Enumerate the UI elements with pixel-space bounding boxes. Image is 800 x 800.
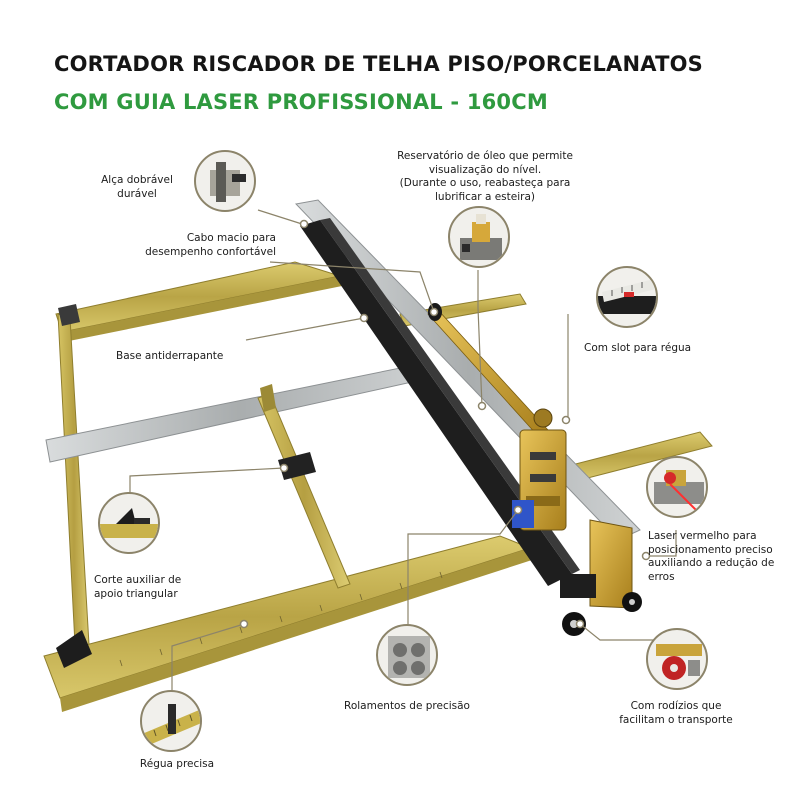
black-cutting-bed — [300, 220, 572, 586]
ruler-slot-inset — [596, 266, 658, 328]
callout-non-slip-base: Base antiderrapante — [116, 350, 224, 362]
middle-crossbar — [45, 363, 431, 463]
callout-soft-handle: Cabo macio para desempenho confortável — [145, 232, 276, 258]
callout-oil-reservoir: Reservatório de óleo que permite visuali… — [397, 150, 573, 203]
red-laser-inset — [646, 456, 708, 518]
callout-triangle-support: Corte auxiliar de apoio triangular — [94, 574, 182, 600]
oil-reservoir-icon — [460, 214, 502, 260]
callout-ruler-slot: Com slot para régua — [584, 342, 692, 354]
ruler-inset — [140, 690, 202, 752]
folding-handle-inset — [194, 150, 256, 212]
oil-reservoir-inset — [448, 206, 510, 268]
triangle-support-inset — [98, 492, 160, 554]
auxiliary-ruler-arm — [257, 393, 351, 589]
callout-precision-bearings: Rolamentos de precisão — [344, 700, 470, 712]
callout-wheels: Com rodízios que facilitam o transporte — [619, 700, 733, 726]
folding-handle-icon — [210, 162, 246, 202]
front-rail — [43, 535, 532, 699]
wheel-inset — [646, 628, 708, 690]
headline: CORTADOR RISCADOR DE TELHA PISO/PORCELAN… — [54, 52, 703, 76]
callout-folding-handle: Alça dobrável durável — [101, 174, 173, 200]
back-rail — [55, 261, 341, 333]
ruler-icon — [142, 704, 200, 748]
wheel-icon — [656, 644, 702, 680]
callout-red-laser: Laser vermelho para posicionamento preci… — [648, 530, 775, 583]
red-laser-icon — [654, 470, 704, 511]
sub-headline: COM GUIA LASER PROFISSIONAL - 160CM — [54, 90, 548, 114]
callout-precise-ruler: Régua precisa — [139, 758, 215, 770]
ruler-slot-icon — [598, 278, 656, 314]
left-rail — [57, 313, 91, 665]
triangle-support-icon — [100, 508, 158, 538]
bearing-icon — [388, 636, 430, 678]
bearing-inset — [376, 624, 438, 686]
